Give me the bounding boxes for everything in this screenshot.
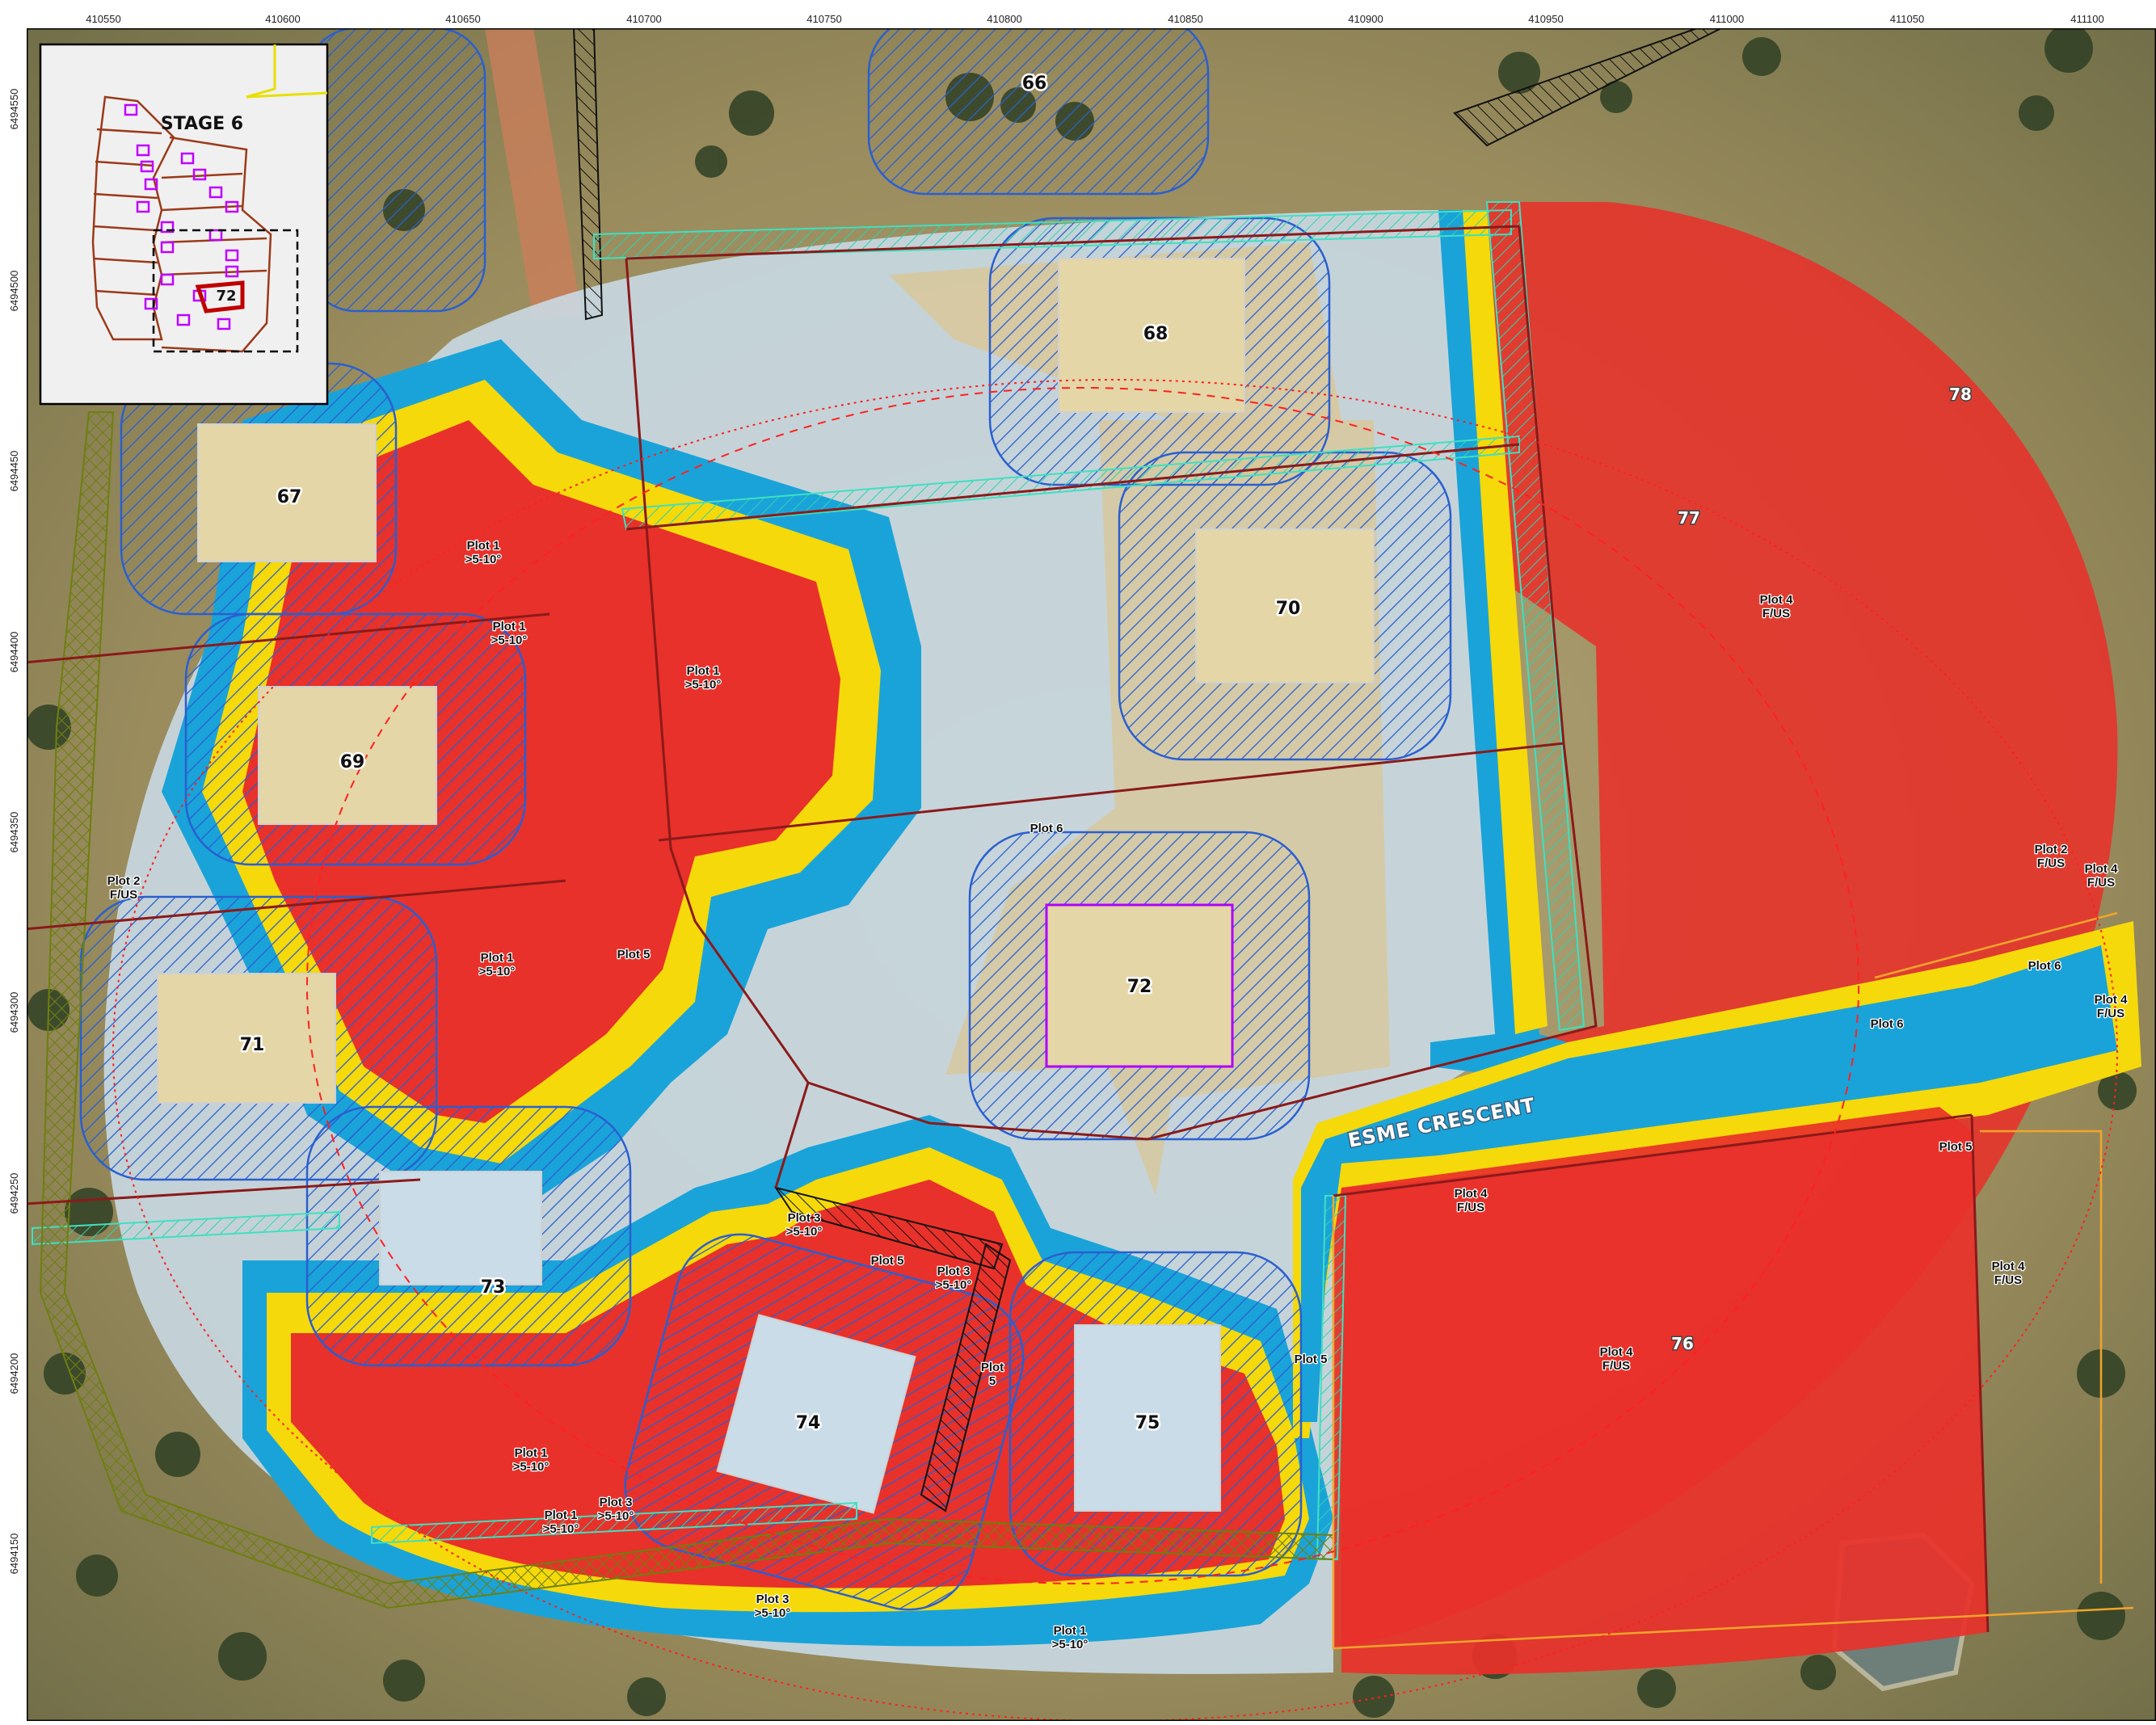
x-tick: 410650 — [445, 13, 480, 25]
lot-72-pad — [1045, 903, 1234, 1068]
x-tick: 410900 — [1348, 13, 1383, 25]
bal-zone-strip-east — [1430, 210, 1608, 1075]
bal-zone-strip-east-yellow — [1463, 210, 1548, 1034]
plot-label: Plot 3>5-10° — [936, 1264, 972, 1292]
lot-number: 75 — [1135, 1413, 1160, 1433]
plot-label: Plot 6 — [1871, 1017, 1904, 1031]
lot-boundaries — [23, 225, 1990, 1633]
inset-title: STAGE 6 — [161, 114, 243, 134]
x-tick: 410550 — [86, 13, 120, 25]
locality-inset: STAGE 6 72 — [39, 43, 329, 406]
x-axis-ticks: 410550 410600 410650 410700 410750 41080… — [86, 13, 2103, 25]
x-tick: 411050 — [1890, 13, 1924, 25]
lot-numbers: 66 67 68 69 70 71 72 73 74 75 76 77 78 — [238, 72, 1973, 1436]
y-tick: 6494400 — [8, 632, 20, 673]
y-tick: 6494300 — [8, 992, 20, 1033]
lot-pads — [157, 258, 1375, 1514]
x-tick: 411100 — [2070, 13, 2103, 25]
lot-number: 72 — [1127, 977, 1152, 997]
plot-labels: Plot 1>5-10° Plot 1>5-10° Plot 1>5-10° P… — [106, 538, 2129, 1653]
dirt-road — [485, 28, 582, 319]
x-tick: 410800 — [987, 13, 1021, 25]
inset-lot-label: 72 — [216, 288, 236, 305]
x-tick: 410600 — [265, 13, 300, 25]
y-tick: 6494500 — [8, 271, 20, 312]
plot-label: Plot 1>5-10° — [513, 1446, 550, 1474]
lot-number: 77 — [1678, 508, 1700, 528]
lot-number: 76 — [1671, 1334, 1694, 1353]
y-tick: 6494200 — [8, 1353, 20, 1395]
lot-number: 71 — [240, 1035, 265, 1055]
lot-number: 66 — [1022, 74, 1047, 94]
y-tick: 6494550 — [8, 89, 20, 130]
plot-label: Plot 6 — [1030, 822, 1063, 835]
plot-label: Plot 1>5-10° — [685, 664, 722, 692]
plot-label: Plot 5 — [1939, 1140, 1973, 1154]
y-tick: 6494250 — [8, 1173, 20, 1214]
cadastral-lines — [1332, 911, 2134, 1650]
inner-radius-circle — [306, 387, 1859, 1584]
x-tick: 411000 — [1710, 13, 1744, 25]
x-tick: 410950 — [1528, 13, 1563, 25]
lot-number: 68 — [1143, 324, 1169, 344]
plot-label: Plot 1>5-10° — [479, 951, 516, 978]
bal-zone-red-southeast — [1341, 1107, 1988, 1675]
plot-label: Plot 1>5-10° — [491, 620, 528, 647]
plot-label: Plot 6 — [2028, 959, 2061, 973]
plot-label: Plot 5 — [871, 1254, 904, 1268]
envelope-66 — [867, 15, 1210, 196]
x-tick: 410750 — [806, 13, 841, 25]
bal-zone-road-strip-blue — [1301, 945, 2117, 1422]
envelope-nw — [305, 27, 486, 313]
y-tick: 6494350 — [8, 812, 20, 853]
lot-number: 73 — [481, 1277, 506, 1298]
lot-number: 78 — [1949, 385, 1972, 404]
lot-number: 67 — [277, 487, 302, 507]
y-axis-ticks: 6494550 6494500 6494450 6494400 6494350 … — [8, 89, 20, 1575]
plot-label: Plot 5 — [617, 948, 651, 961]
plot-label: Plot 1>5-10° — [543, 1508, 579, 1536]
lot-number: 69 — [340, 752, 365, 772]
plot-label: Plot 1>5-10° — [465, 539, 502, 566]
y-tick: 6494450 — [8, 451, 20, 492]
plot-label: Plot 1>5-10° — [1052, 1624, 1089, 1651]
lot-number: 74 — [796, 1413, 821, 1433]
plot-label: Plot 3>5-10° — [755, 1592, 791, 1620]
x-tick: 410850 — [1168, 13, 1202, 25]
plot-label: Plot 3>5-10° — [786, 1211, 823, 1239]
plot-label: Plot 5 — [1295, 1353, 1328, 1366]
lot-number: 70 — [1276, 599, 1301, 619]
y-tick: 6494150 — [8, 1534, 20, 1575]
easement-cyan — [32, 201, 1585, 1560]
x-tick: 410700 — [626, 13, 661, 25]
plot-label: Plot 3>5-10° — [598, 1496, 634, 1523]
